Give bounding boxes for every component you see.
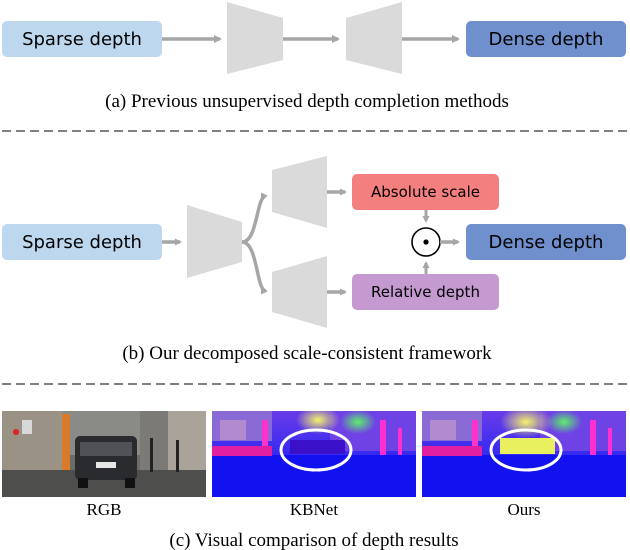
absolute-scale-box: [352, 174, 499, 210]
caption-c: (c) Visual comparison of depth results: [169, 530, 458, 550]
shared-encoder-b: [187, 205, 242, 278]
ours-highlight-ellipse: [489, 428, 563, 472]
depth-decoder-b: [272, 256, 327, 328]
kbnet-depth-image: [212, 411, 416, 497]
sparse-depth-input-box-b: [2, 224, 162, 260]
multiply-operator-dot: [423, 239, 429, 245]
dense-depth-output-box: [466, 21, 626, 57]
panel-a: Sparse depth Dense depth (a) Previous un…: [2, 2, 626, 112]
ours-label: Ours: [507, 500, 540, 519]
scale-decoder-b: [272, 156, 327, 228]
sparse-depth-label-b: Sparse depth: [22, 232, 142, 253]
caption-a: (a) Previous unsupervised depth completi…: [105, 91, 509, 112]
dense-depth-label-b: Dense depth: [489, 232, 604, 253]
sparse-depth-label: Sparse depth: [22, 29, 142, 50]
branch-arrow-up: [241, 192, 268, 244]
dense-depth-label: Dense depth: [489, 29, 604, 50]
kbnet-highlight-ellipse: [279, 428, 353, 472]
relative-depth-box: [352, 274, 499, 310]
sparse-depth-input-box: [2, 21, 162, 57]
absolute-scale-label: Absolute scale: [371, 183, 480, 201]
ours-depth-image: [422, 411, 626, 497]
kbnet-label: KBNet: [290, 500, 338, 519]
rgb-label: RGB: [87, 500, 122, 519]
encoder-a-1: [227, 2, 283, 74]
rgb-image: [2, 411, 206, 497]
caption-b: (b) Our decomposed scale-consistent fram…: [122, 343, 492, 364]
decoder-a-1: [346, 2, 402, 74]
dense-depth-output-box-b: [466, 224, 626, 260]
branch-arrow-down: [241, 240, 268, 295]
panel-b: Sparse depth Absolute scale Relative dep…: [2, 156, 626, 364]
relative-depth-label: Relative depth: [371, 283, 480, 301]
panel-c: RGB KBNet Ours (c) Visual comparison of …: [2, 411, 626, 550]
